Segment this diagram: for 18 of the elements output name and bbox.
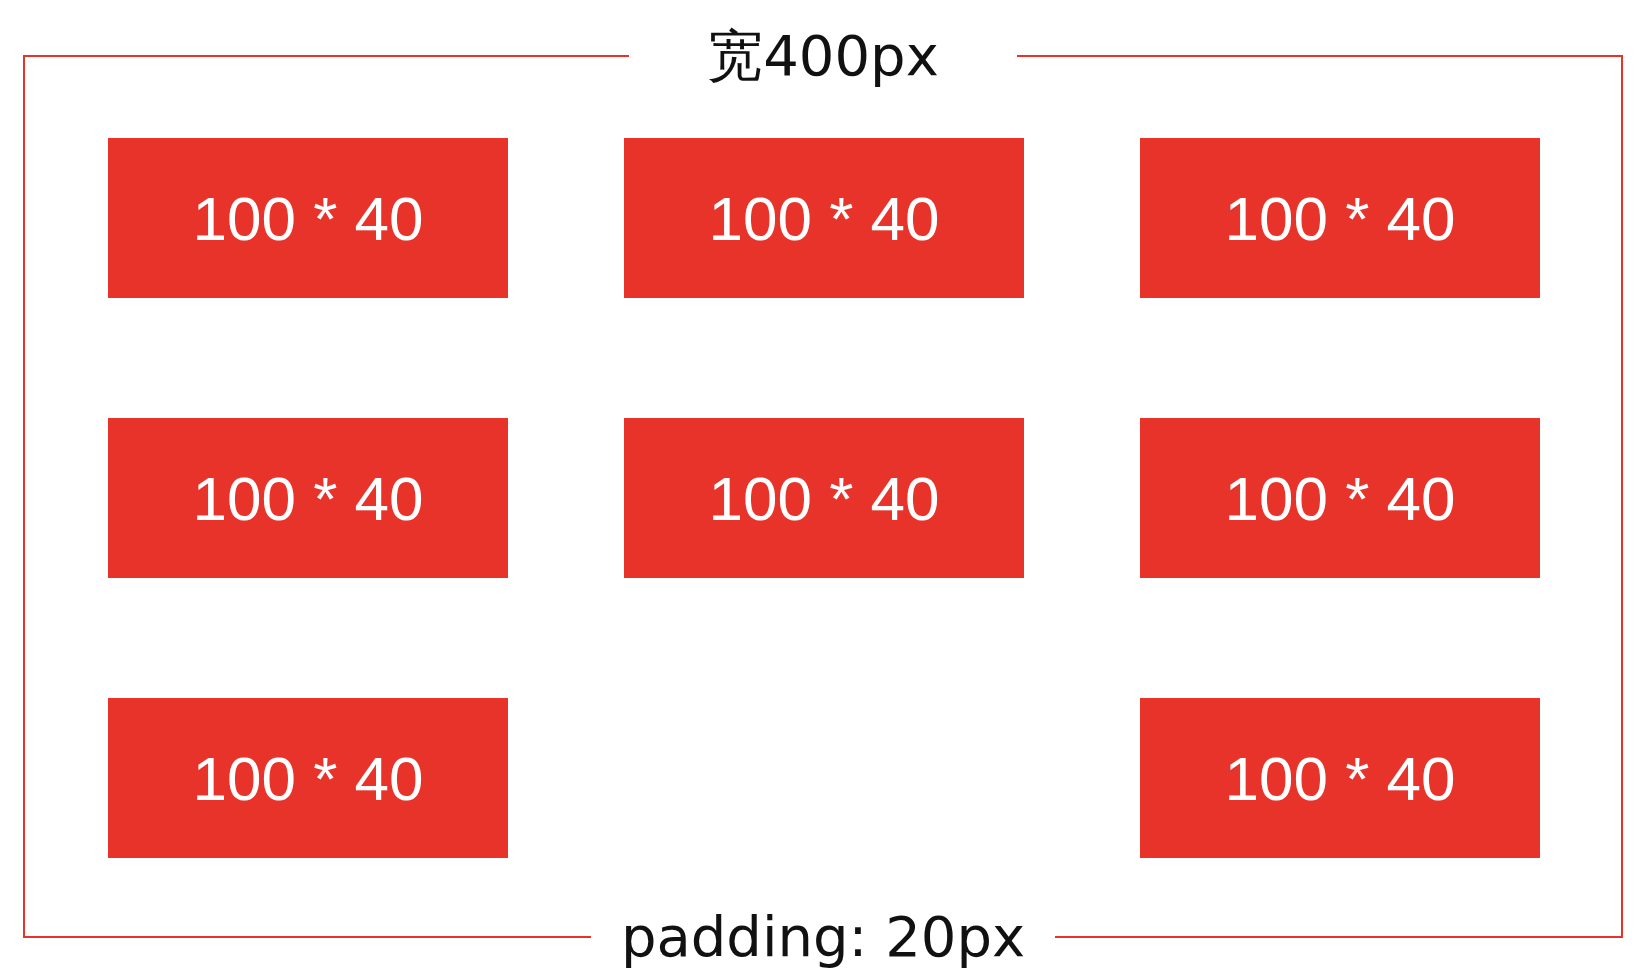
size-label: 100 * 40 (1224, 182, 1456, 254)
width-label: 宽400px (707, 22, 939, 90)
size-label: 100 * 40 (1224, 462, 1456, 534)
item-block (108, 418, 508, 578)
size-label: 100 * 40 (708, 182, 940, 254)
item-block (108, 138, 508, 298)
item-block (108, 698, 508, 858)
padding-label: padding: 20px (620, 903, 1026, 971)
size-label: 100 * 40 (1224, 742, 1456, 814)
item-block (624, 138, 1024, 298)
size-label: 100 * 40 (192, 462, 424, 534)
size-label: 100 * 40 (192, 742, 424, 814)
item-block (1140, 138, 1540, 298)
item-block (1140, 698, 1540, 858)
item-block (624, 418, 1024, 578)
item-block (1140, 418, 1540, 578)
size-label: 100 * 40 (192, 182, 424, 254)
size-label: 100 * 40 (708, 462, 940, 534)
